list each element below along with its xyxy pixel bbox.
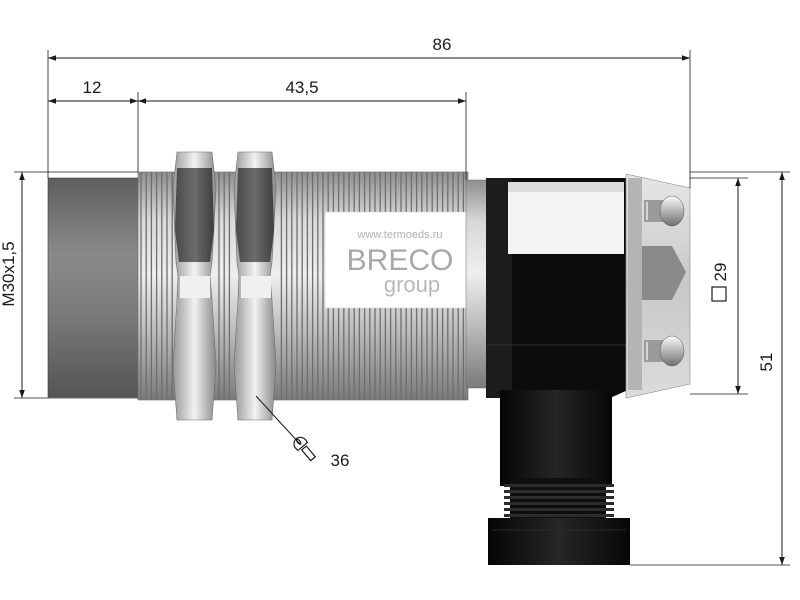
label-brand: BRECO xyxy=(347,244,454,277)
dimension-overall-length: 86 xyxy=(47,35,691,188)
dim-label-86: 86 xyxy=(433,35,452,54)
sensing-face xyxy=(47,177,141,398)
label-url: www.termoeds.ru xyxy=(357,229,443,241)
wrench-callout: 36 xyxy=(255,395,350,470)
cable-gland xyxy=(488,390,630,565)
gland-thread-ridge xyxy=(504,490,614,493)
dim-label-29: 29 xyxy=(711,263,730,282)
gland-thread-ridge xyxy=(504,502,614,505)
dim-label-m30: M30x1,5 xyxy=(0,241,18,306)
dimension-thread-diameter: M30x1,5 xyxy=(0,171,138,399)
gland-thread-ridge xyxy=(504,496,614,499)
cap-screw-bottom xyxy=(644,335,685,367)
dim-label-36: 36 xyxy=(331,451,350,470)
gland-thread-ridge xyxy=(504,508,614,511)
brand-label: www.termoeds.ru BRECO group xyxy=(324,211,476,309)
wrench-icon xyxy=(293,436,317,462)
dimension-total-height: 51 xyxy=(630,171,790,566)
dimension-thread-length: 43,5 xyxy=(138,78,467,180)
gland-thread-ridge xyxy=(504,514,614,517)
connector-housing xyxy=(465,178,628,398)
cap-screw-top xyxy=(644,195,685,227)
gland-thread xyxy=(504,484,614,517)
dim-label-43-5: 43,5 xyxy=(285,78,318,97)
gland-thread-ridge xyxy=(504,484,614,487)
lock-nut-2 xyxy=(233,151,277,421)
lock-nut-1 xyxy=(172,151,217,421)
label-group: group xyxy=(384,272,440,297)
dimension-sensing-face: 12 xyxy=(48,78,139,172)
dimension-connector-size: 29 xyxy=(690,177,748,395)
thread-grooves xyxy=(140,172,465,400)
dim-label-12: 12 xyxy=(83,78,102,97)
square-icon xyxy=(711,286,727,302)
dim-label-51: 51 xyxy=(757,353,776,372)
